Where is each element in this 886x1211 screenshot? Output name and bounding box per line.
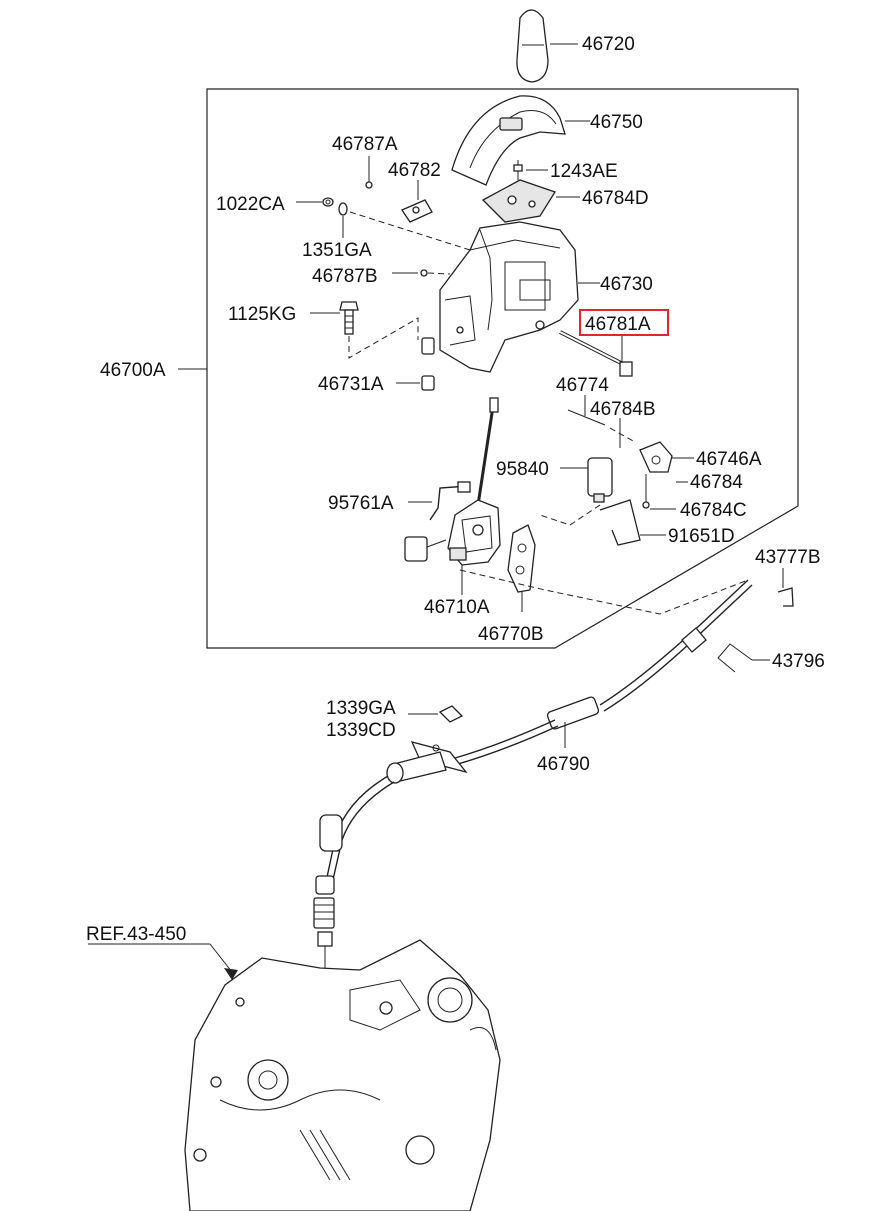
clip-43777B[interactable] <box>777 568 794 607</box>
bushing-46731A[interactable] <box>396 337 435 391</box>
cable-mount-bracket <box>386 741 468 784</box>
label-46750: 46750 <box>590 112 643 133</box>
label-1022CA: 1022CA <box>216 194 285 215</box>
label-46731A: 46731A <box>318 374 384 395</box>
label-ref-43-450: REF.43-450 <box>86 924 186 945</box>
label-1339CD: 1339CD <box>326 720 396 741</box>
transaxle-ref <box>88 939 501 1211</box>
clip-43796[interactable] <box>717 643 770 673</box>
lower-cable <box>313 775 395 1120</box>
lever-46710A[interactable] <box>447 397 501 595</box>
label-46730: 46730 <box>600 274 653 295</box>
harness-95761A[interactable] <box>404 481 471 562</box>
shift-knob-46720[interactable] <box>516 9 578 83</box>
label-46787B: 46787B <box>312 266 378 287</box>
label-46774: 46774 <box>556 375 609 396</box>
label-1125KG: 1125KG <box>228 304 296 325</box>
screw-1243AE[interactable] <box>513 160 548 180</box>
shift-cable-46790[interactable] <box>454 579 753 765</box>
label-46782: 46782 <box>388 160 441 181</box>
label-43796: 43796 <box>772 651 825 672</box>
pin-46787A[interactable] <box>365 156 373 189</box>
bracket-46770B[interactable] <box>507 524 536 612</box>
label-46720: 46720 <box>582 34 635 55</box>
label-46784D: 46784D <box>582 188 649 209</box>
label-95840: 95840 <box>496 459 549 480</box>
label-46710A: 46710A <box>424 597 490 618</box>
label-46770B: 46770B <box>478 624 544 645</box>
washer-1351GA[interactable] <box>338 202 348 238</box>
label-46700A: 46700A <box>100 360 166 381</box>
label-1243AE: 1243AE <box>550 161 618 182</box>
nut-1339GA-1339CD[interactable] <box>408 705 464 723</box>
label-1351GA: 1351GA <box>302 240 372 261</box>
key-interlock-group[interactable] <box>539 395 694 546</box>
indicator-cover-46750[interactable] <box>451 95 590 186</box>
housing-46730[interactable] <box>439 221 600 373</box>
bolt-1125KG[interactable] <box>310 301 419 359</box>
assembly-frame <box>206 88 799 649</box>
label-43777B: 43777B <box>755 547 821 568</box>
label-91651D: 91651D <box>668 526 735 547</box>
label-46784C: 46784C <box>680 500 747 521</box>
label-95761A: 95761A <box>328 493 394 514</box>
label-46784: 46784 <box>690 472 743 493</box>
nut-1022CA[interactable] <box>296 197 334 207</box>
label-46784B: 46784B <box>590 399 656 420</box>
highlight-46781A-box <box>579 309 669 336</box>
label-46746A: 46746A <box>696 449 762 470</box>
pin-46787B[interactable] <box>392 269 451 277</box>
label-1339GA: 1339GA <box>326 698 396 719</box>
label-46781A: 46781A <box>585 314 651 335</box>
label-46790: 46790 <box>537 754 590 775</box>
plate-46784D[interactable] <box>481 179 580 223</box>
rod-46781A[interactable] <box>559 330 633 377</box>
detent-spring-46782[interactable] <box>401 180 433 223</box>
label-46787A: 46787A <box>332 134 398 155</box>
